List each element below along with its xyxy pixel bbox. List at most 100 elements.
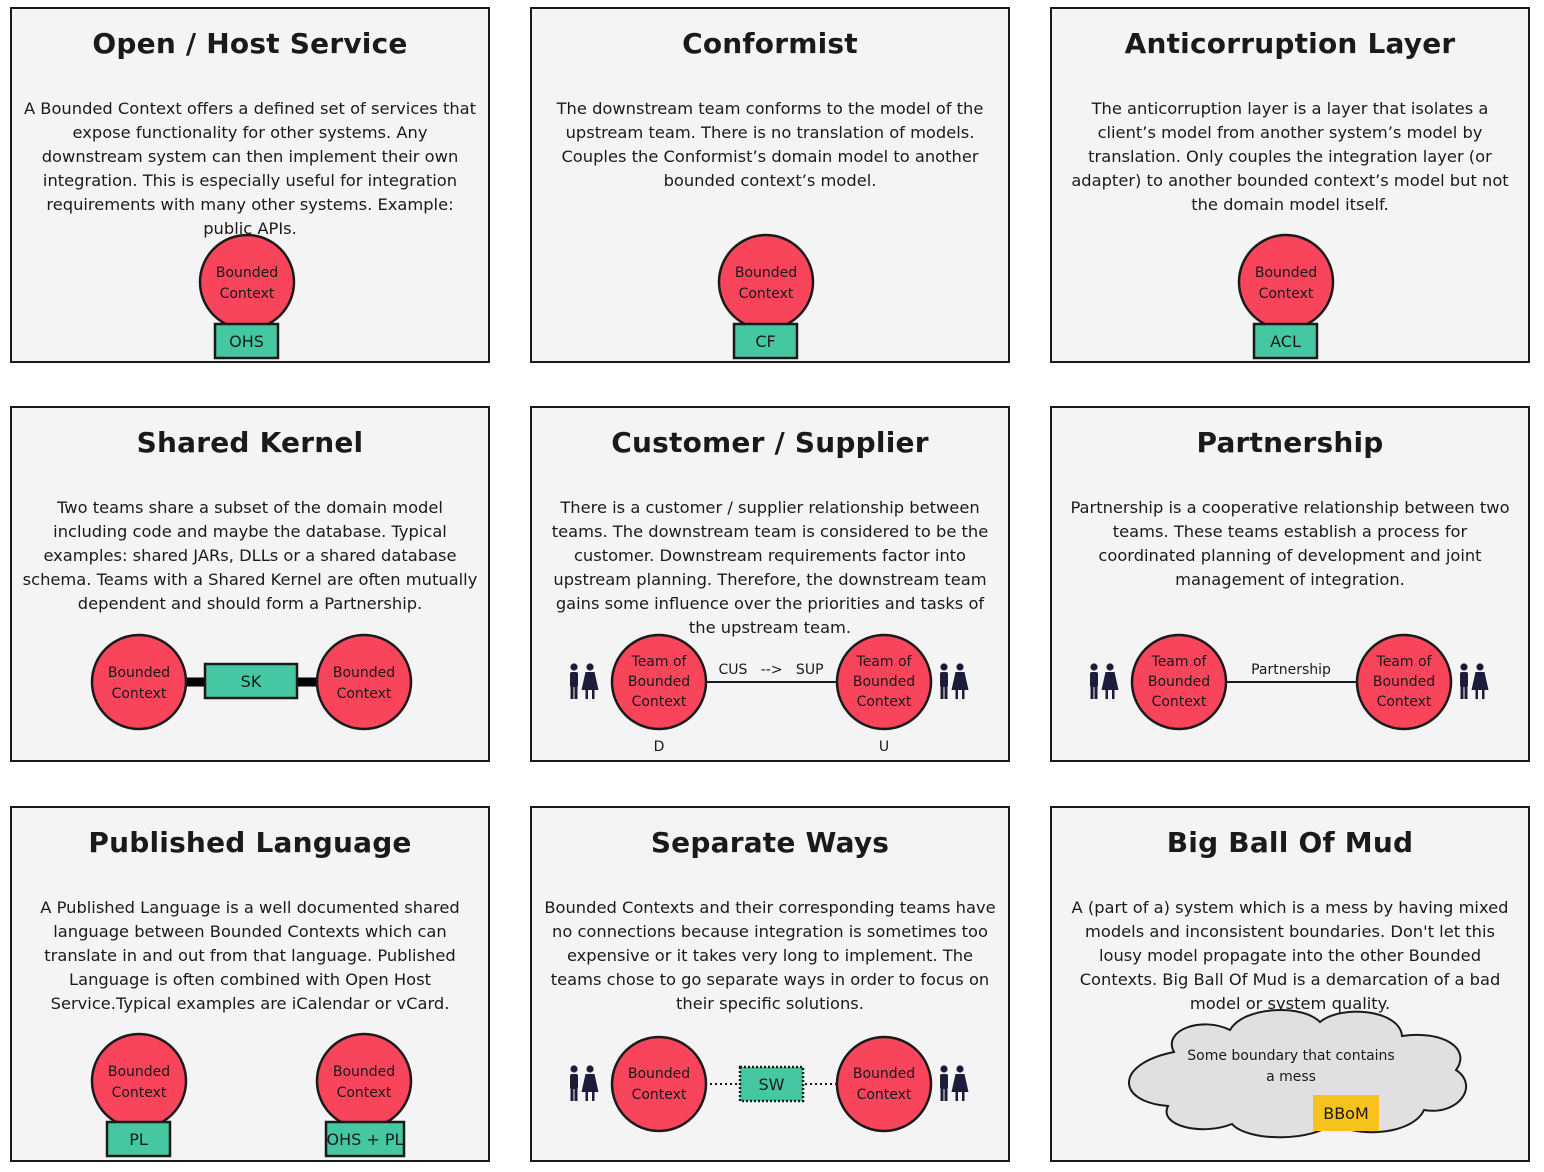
card-description: A Bounded Context offers a defined set o… <box>23 99 477 238</box>
right-context-label-line2: Context <box>337 686 392 702</box>
team-icon <box>1090 663 1119 699</box>
right-team-label-line3: Context <box>1377 694 1432 710</box>
card-description: Bounded Contexts and their corresponding… <box>544 898 996 1013</box>
left-context-circle <box>90 1032 188 1130</box>
left-team-label-line2: Bounded <box>628 674 690 690</box>
context-label-line2: Context <box>220 286 275 302</box>
downstream-marker: D <box>654 739 665 755</box>
partnership-diagram: Partnership Team of Bounded Context Team… <box>1090 633 1489 731</box>
context-label-line1: Bounded <box>1255 265 1317 281</box>
right-context-circle <box>315 633 413 731</box>
team-icon <box>1460 663 1489 699</box>
cf-diagram: Bounded Context CF <box>717 233 815 360</box>
card-open-host-service: Open / Host Service A Bounded Context of… <box>10 7 490 363</box>
card-anticorruption-layer: Anticorruption Layer The anticorruption … <box>1050 7 1530 363</box>
card-description: The downstream team conforms to the mode… <box>556 99 984 190</box>
left-context-label-line1: Bounded <box>108 1064 170 1080</box>
acl-tag-label: ACL <box>1270 332 1301 351</box>
sw-diagram: Bounded Context Bounded Context SW <box>570 1035 969 1133</box>
sk-diagram: Bounded Context Bounded Context SK <box>90 633 413 731</box>
card-description: Two teams share a subset of the domain m… <box>22 498 478 613</box>
card-partnership: Partnership Partnership is a cooperative… <box>1050 406 1530 762</box>
right-team-label-line3: Context <box>857 694 912 710</box>
left-context-label-line1: Bounded <box>628 1066 690 1082</box>
pl-tag <box>105 1120 172 1158</box>
left-team-label-line1: Team of <box>1151 654 1208 670</box>
card-big-ball-of-mud: Big Ball Of Mud A (part of a) system whi… <box>1050 806 1530 1162</box>
team-icon <box>570 1065 599 1101</box>
bounded-context-circle <box>198 233 296 331</box>
card-title: Shared Kernel <box>136 426 364 459</box>
context-label-line2: Context <box>1259 286 1314 302</box>
card-shared-kernel: Shared Kernel Two teams share a subset o… <box>10 406 490 762</box>
card-title: Published Language <box>88 826 412 859</box>
context-label-line1: Bounded <box>216 265 278 281</box>
card-separate-ways: Separate Ways Bounded Contexts and their… <box>530 806 1010 1162</box>
right-context-label-line1: Bounded <box>853 1066 915 1082</box>
bounded-context-circle <box>1237 233 1335 331</box>
sk-tag-label: SK <box>241 672 262 691</box>
cs-diagram: CUS --> SUP Team of Bounded Context Team… <box>570 633 969 755</box>
left-context-label-line2: Context <box>112 1085 167 1101</box>
right-team-label-line1: Team of <box>1376 654 1433 670</box>
card-title: Customer / Supplier <box>611 426 929 459</box>
right-context-label-line1: Bounded <box>333 1064 395 1080</box>
card-title: Big Ball Of Mud <box>1166 826 1414 859</box>
right-team-label-line2: Bounded <box>853 674 915 690</box>
acl-diagram: Bounded Context ACL <box>1237 233 1335 360</box>
right-context-circle <box>315 1032 413 1130</box>
mess-boundary-cloud <box>1128 1009 1468 1139</box>
left-context-circle <box>610 1035 708 1133</box>
cf-tag-label: CF <box>755 332 775 351</box>
acl-tag <box>1252 322 1319 360</box>
card-description: The anticorruption layer is a layer that… <box>1071 99 1509 214</box>
card-title: Conformist <box>682 27 858 60</box>
card-description: A (part of a) system which is a mess by … <box>1071 898 1509 1013</box>
upstream-team-circle <box>835 633 933 731</box>
card-title: Partnership <box>1196 426 1384 459</box>
cf-tag <box>732 322 799 360</box>
right-team-label-line1: Team of <box>856 654 913 670</box>
ohs-pl-tag-label: OHS + PL <box>327 1130 404 1149</box>
pl-tag-label: PL <box>129 1130 148 1149</box>
left-team-label-line3: Context <box>632 694 687 710</box>
ohs-tag-label: OHS <box>229 332 264 351</box>
partnership-label: Partnership <box>1251 662 1331 678</box>
left-context-label-line1: Bounded <box>108 665 170 681</box>
left-team-label-line3: Context <box>1152 694 1207 710</box>
card-published-language: Published Language A Published Language … <box>10 806 490 1162</box>
left-context-label-line2: Context <box>632 1087 687 1103</box>
cloud-label-line2: a mess <box>1266 1069 1316 1085</box>
bbom-diagram: Some boundary that contains a mess BBoM <box>1128 1009 1468 1139</box>
ohs-diagram: Bounded Context OHS <box>198 233 296 360</box>
ohs-pl-tag <box>324 1120 406 1158</box>
left-team-label-line2: Bounded <box>1148 674 1210 690</box>
context-label-line1: Bounded <box>735 265 797 281</box>
team-icon <box>940 1065 969 1101</box>
card-title: Open / Host Service <box>92 27 408 60</box>
card-description: A Published Language is a well documente… <box>40 898 460 1013</box>
card-description: There is a customer / supplier relations… <box>551 498 989 637</box>
right-context-label-line1: Bounded <box>333 665 395 681</box>
team-icon <box>940 663 969 699</box>
right-team-label-line2: Bounded <box>1373 674 1435 690</box>
card-description: Partnership is a cooperative relationshi… <box>1070 498 1510 589</box>
right-context-label-line2: Context <box>337 1085 392 1101</box>
bounded-context-circle <box>717 233 815 331</box>
left-team-label-line1: Team of <box>631 654 688 670</box>
sw-tag-label: SW <box>759 1075 785 1094</box>
context-label-line2: Context <box>739 286 794 302</box>
left-team-circle <box>1130 633 1228 731</box>
cloud-label-line1: Some boundary that contains <box>1187 1048 1394 1064</box>
right-context-label-line2: Context <box>857 1087 912 1103</box>
card-customer-supplier: Customer / Supplier There is a customer … <box>530 406 1010 762</box>
left-context-label-line2: Context <box>112 686 167 702</box>
card-conformist: Conformist The downstream team conforms … <box>530 7 1010 363</box>
team-icon <box>570 663 599 699</box>
right-team-circle <box>1355 633 1453 731</box>
left-context-circle <box>90 633 188 731</box>
sk-tag <box>203 662 299 700</box>
right-context-circle <box>835 1035 933 1133</box>
pl-diagram: Bounded Context PL Bounded Context OHS +… <box>90 1032 413 1158</box>
cus-sup-label: CUS --> SUP <box>718 662 823 678</box>
